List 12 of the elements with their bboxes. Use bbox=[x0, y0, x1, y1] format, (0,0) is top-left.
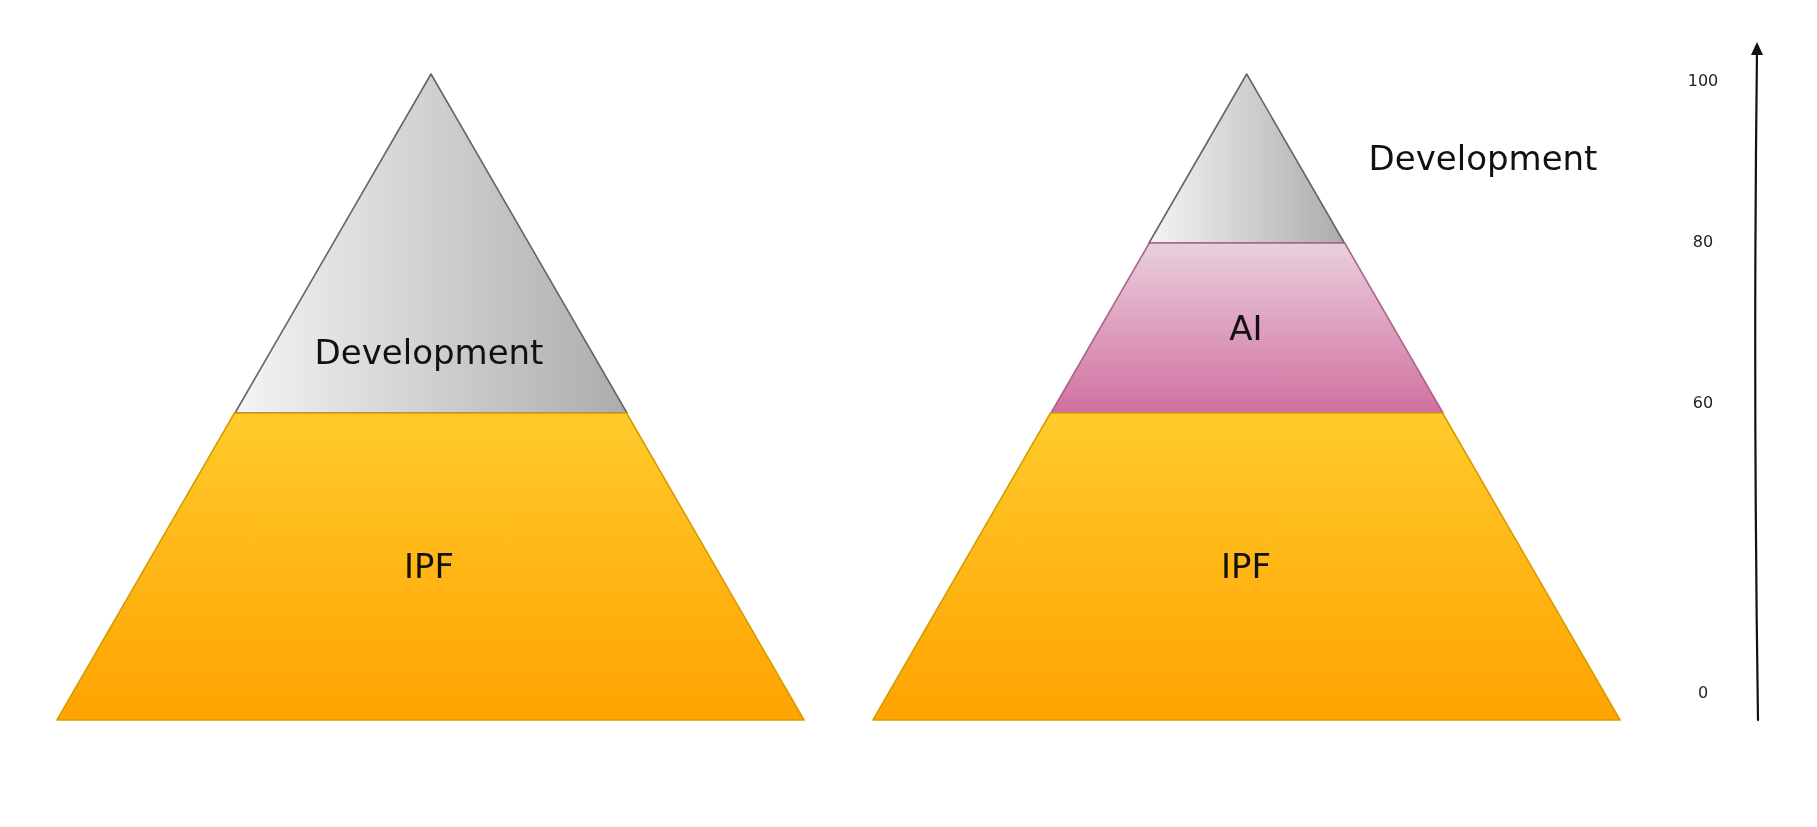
pyramid-tier bbox=[1146, 72, 1347, 245]
axis-tick-label: 60 bbox=[1692, 394, 1714, 412]
pyramid-tier bbox=[55, 411, 806, 722]
axis-tick-label: 0 bbox=[1697, 684, 1709, 702]
axis-tick-label: 80 bbox=[1692, 233, 1714, 251]
pyramid-tier bbox=[232, 72, 629, 415]
tier-label: Development bbox=[1368, 139, 1598, 179]
tier-label: IPF bbox=[1220, 547, 1272, 587]
axis-tick-label: 100 bbox=[1687, 72, 1719, 90]
tier-label: Development bbox=[314, 333, 544, 373]
tier-label: AI bbox=[1229, 309, 1263, 349]
tier-label: IPF bbox=[403, 547, 455, 587]
